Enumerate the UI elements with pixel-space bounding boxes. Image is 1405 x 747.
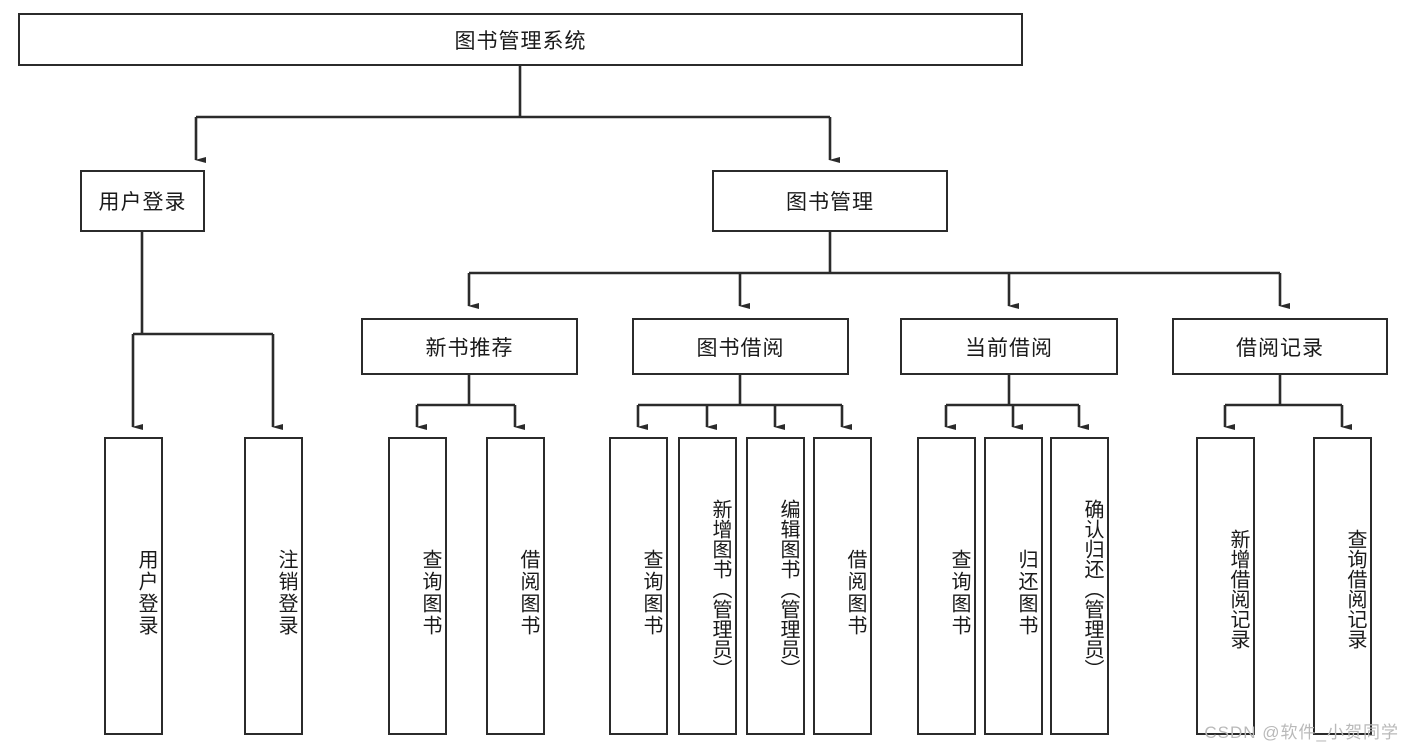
leaf-user-login[interactable]: 用户登录: [104, 437, 163, 735]
node-new-book-recommend[interactable]: 新书推荐: [361, 318, 578, 375]
node-user-login[interactable]: 用户登录: [80, 170, 205, 232]
node-book-manage[interactable]: 图书管理: [712, 170, 948, 232]
leaf-edit-book-admin[interactable]: 编辑图书（管理员）: [746, 437, 805, 735]
leaf-return-book[interactable]: 归还图书: [984, 437, 1043, 735]
leaf-borrow-book-recommend[interactable]: 借阅图书: [486, 437, 545, 735]
leaf-query-book-current[interactable]: 查询图书: [917, 437, 976, 735]
node-borrow-record[interactable]: 借阅记录: [1172, 318, 1388, 375]
leaf-logout-login[interactable]: 注销登录: [244, 437, 303, 735]
leaf-add-book-admin[interactable]: 新增图书（管理员）: [678, 437, 737, 735]
node-book-borrow[interactable]: 图书借阅: [632, 318, 849, 375]
leaf-confirm-return-admin[interactable]: 确认归还（管理员）: [1050, 437, 1109, 735]
watermark: CSDN @软件_小贺同学: [1204, 723, 1399, 742]
node-root[interactable]: 图书管理系统: [18, 13, 1023, 66]
node-current-borrow[interactable]: 当前借阅: [900, 318, 1118, 375]
leaf-query-borrow-record[interactable]: 查询借阅记录: [1313, 437, 1372, 735]
leaf-query-book-borrow[interactable]: 查询图书: [609, 437, 668, 735]
leaf-borrow-book[interactable]: 借阅图书: [813, 437, 872, 735]
leaf-query-book-recommend[interactable]: 查询图书: [388, 437, 447, 735]
leaf-add-borrow-record[interactable]: 新增借阅记录: [1196, 437, 1255, 735]
